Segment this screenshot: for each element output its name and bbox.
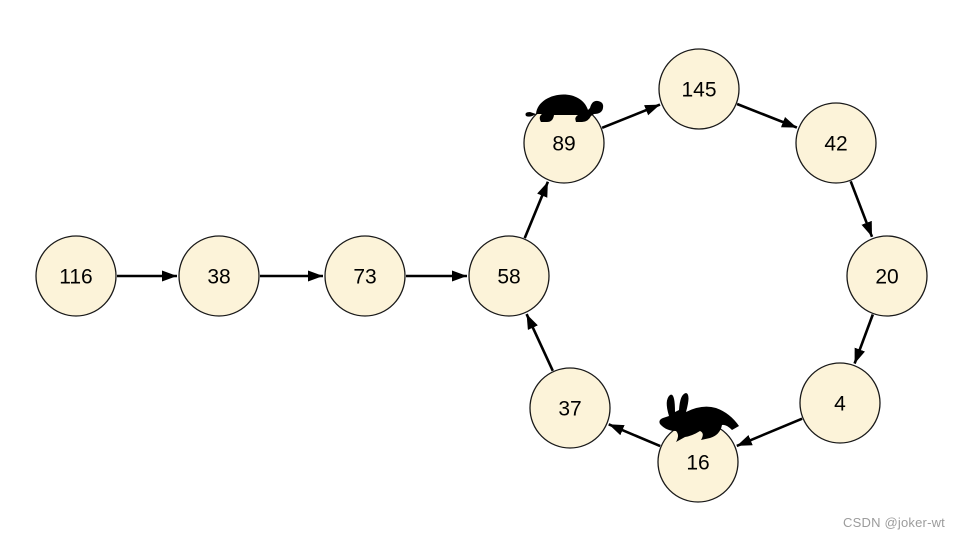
node-89: 89 xyxy=(523,102,605,184)
node-58: 58 xyxy=(468,235,550,317)
node-20: 20 xyxy=(846,235,928,317)
edge-89-145 xyxy=(601,103,661,130)
node-116: 116 xyxy=(35,235,117,317)
tortoise-icon xyxy=(525,94,604,122)
node-label: 38 xyxy=(207,265,230,288)
edge-20-4 xyxy=(853,314,875,365)
edge-145-42 xyxy=(736,102,798,129)
node-4: 4 xyxy=(799,362,881,444)
node-label: 20 xyxy=(875,265,898,288)
node-38: 38 xyxy=(178,235,260,317)
node-circle xyxy=(529,367,611,449)
node-73: 73 xyxy=(324,235,406,317)
watermark: CSDN @joker-wt xyxy=(843,515,945,530)
node-label: 37 xyxy=(558,397,581,420)
node-label: 73 xyxy=(353,265,376,288)
node-label: 16 xyxy=(686,451,709,474)
node-label: 89 xyxy=(552,132,575,155)
edge-42-20 xyxy=(849,180,874,238)
node-42: 42 xyxy=(795,102,877,184)
node-37: 37 xyxy=(529,367,611,449)
node-circle xyxy=(324,235,406,317)
node-circle xyxy=(846,235,928,317)
node-circle xyxy=(178,235,260,317)
node-circle xyxy=(799,362,881,444)
node-label: 116 xyxy=(59,265,92,288)
node-label: 4 xyxy=(834,392,846,415)
edge-layer xyxy=(117,102,875,448)
node-circle xyxy=(795,102,877,184)
node-label: 58 xyxy=(497,265,520,288)
node-layer: 116 38 73 58 89 145 42 20 4 16 37 xyxy=(35,48,928,503)
edge-4-16 xyxy=(736,417,803,448)
node-circle xyxy=(468,235,550,317)
node-16: 16 xyxy=(657,421,739,503)
node-label: 145 xyxy=(681,78,716,101)
node-circle xyxy=(658,48,740,130)
node-145: 145 xyxy=(658,48,740,130)
edge-58-89 xyxy=(523,181,550,239)
edge-37-58 xyxy=(525,313,554,372)
edge-16-37 xyxy=(608,423,661,448)
hare-icon xyxy=(659,393,739,442)
node-circle xyxy=(35,235,117,317)
node-label: 42 xyxy=(824,132,847,155)
